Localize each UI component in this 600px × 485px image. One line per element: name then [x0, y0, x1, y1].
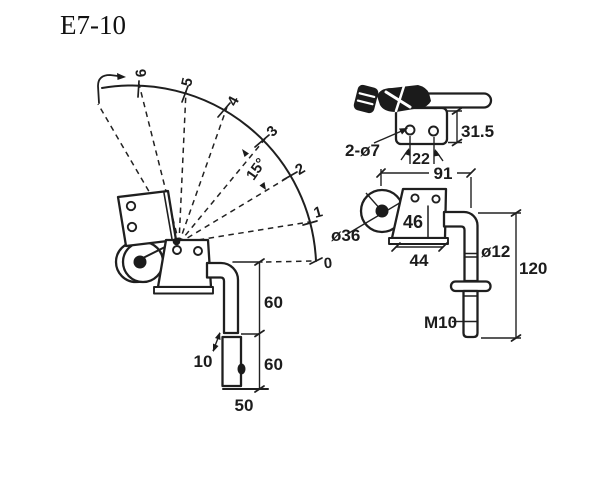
toggle-linkage: [377, 85, 431, 112]
linkage-gap-1: [384, 90, 412, 109]
top-hole-1: [404, 124, 416, 136]
fan-line-4: [178, 106, 228, 244]
bracket-hole-2: [193, 246, 203, 256]
tube-joint-lines: [463, 252, 479, 258]
fan-line-3: [178, 138, 266, 244]
angle-step-label: 15°: [243, 155, 270, 183]
fan-line-0: [265, 260, 314, 263]
dim-60-upper: 60: [264, 293, 283, 312]
dim-22: 22: [412, 151, 430, 168]
dim-46: 46: [403, 212, 423, 232]
fan-label-0: 0: [323, 255, 333, 273]
dim-31-5: 31.5: [461, 122, 494, 141]
dim-holes: 2-ø7: [345, 141, 380, 160]
rotation-arrow-curve: [97, 74, 119, 104]
dim-44: 44: [410, 251, 429, 270]
top-view-dimensions: 31.5 2-ø7 22 91: [345, 107, 494, 208]
front-bracket-foot: [388, 237, 449, 245]
grip-knob: [353, 84, 379, 114]
dim-o36: ø36: [331, 226, 360, 245]
front-hole-2: [431, 194, 441, 204]
dim-60-lower: 60: [264, 355, 283, 374]
plate-hole-1: [125, 200, 137, 212]
front-view-dimensions: 44 ø12 120 M10: [391, 209, 547, 342]
dim-22-arrow-right-icon: [433, 149, 440, 157]
side-view: 60 60 10 50: [114, 189, 283, 415]
dim-50: 50: [235, 396, 254, 415]
clamp-plate-edge: [163, 192, 173, 240]
fan-label-2: 2: [292, 160, 308, 179]
bracket-hole-1: [172, 245, 182, 255]
top-hole-2: [428, 125, 439, 137]
dim-91-lines: [380, 169, 472, 208]
angle-arrow-up-icon: [242, 149, 249, 157]
fan-ticks: [137, 80, 323, 265]
fan-label-1: 1: [312, 203, 325, 222]
side-view-dimensions: 60 60 10 50: [194, 258, 283, 415]
drawing-title: E7-10: [60, 10, 126, 40]
dim-o12: ø12: [481, 242, 510, 261]
threaded-stud: [462, 289, 479, 339]
front-tube: [442, 210, 479, 283]
bent-tube-upper: [205, 261, 240, 335]
fan-line-5: [178, 90, 187, 244]
angle-arrow-down-icon: [259, 182, 266, 190]
dim-10-arrow-up-icon: [215, 332, 221, 340]
bracket-body: [156, 238, 213, 289]
dim-10: 10: [194, 352, 213, 371]
fan-label-5: 5: [178, 76, 196, 88]
roller-hub: [133, 255, 147, 269]
fan-line-6: [138, 83, 180, 244]
linkage-gap-2: [394, 84, 406, 113]
pivot-dot: [172, 237, 181, 246]
dim-10-arrow-down-icon: [213, 343, 219, 352]
top-plate: [394, 106, 449, 146]
dim-holes-leader: [373, 129, 405, 144]
dim-22-arrow-left-icon: [404, 148, 411, 156]
fan-label-6: 6: [133, 68, 151, 78]
fan-line-2: [178, 174, 293, 244]
dim-120-lines: [478, 212, 521, 339]
front-view: ø36 46 44 ø12 120 M10: [331, 187, 547, 342]
bracket-foot: [153, 286, 214, 295]
stud-lines: [462, 295, 479, 323]
clamp-plate: [116, 189, 178, 248]
tube-lower: [221, 335, 243, 388]
dim-120: 120: [519, 259, 547, 278]
fan-arc: [101, 84, 317, 262]
dim-31-5-lines: [447, 110, 462, 144]
front-hole-1: [410, 193, 420, 203]
dim-91: 91: [434, 164, 453, 183]
top-view: 31.5 2-ø7 22 91: [345, 84, 494, 208]
plate-hole-2: [126, 221, 138, 233]
clamp-knob-side: [237, 363, 246, 375]
dim-22-extensions: [409, 136, 435, 164]
dim-holes-arrow-icon: [399, 128, 408, 135]
fan-line-end: [97, 103, 180, 244]
rotation-arrow-head-icon: [117, 73, 126, 80]
dim-m10: M10: [424, 313, 457, 332]
wheel-hub: [375, 204, 389, 218]
flange: [449, 280, 492, 293]
